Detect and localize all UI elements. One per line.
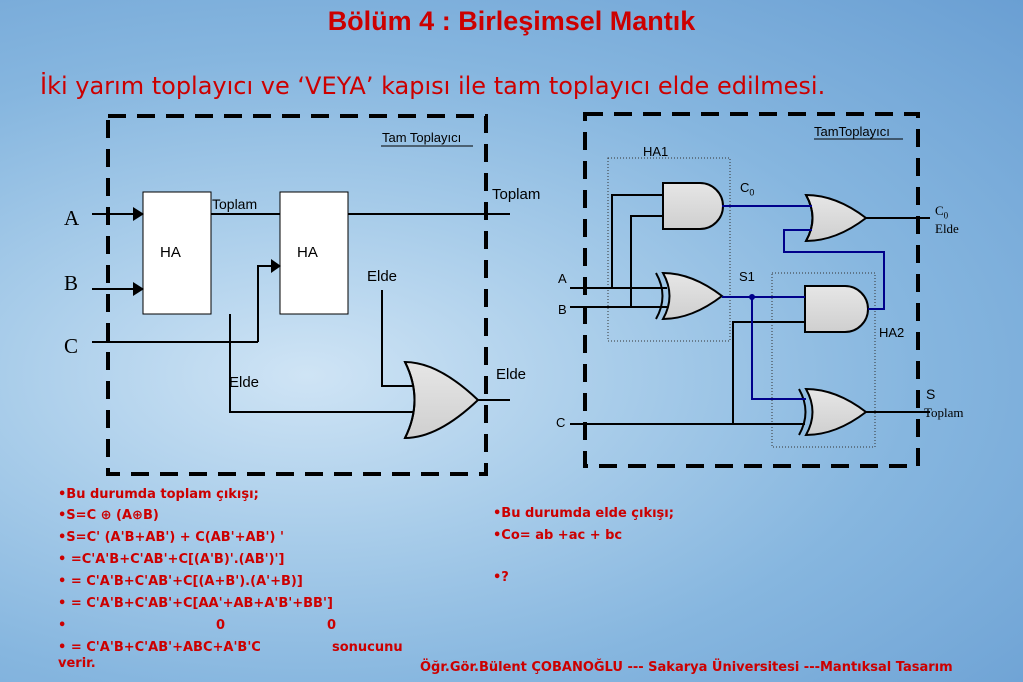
right-full-adder: [570, 112, 930, 468]
left-text-line-8: • = C'A'B+C'AB'+ABC+A'B'C: [58, 640, 261, 655]
right-or-gate: [804, 193, 868, 243]
left-text-line-2: •S=C ⊕ (A⊕B): [58, 508, 159, 523]
left-text-line-7: •: [58, 618, 67, 633]
left-full-adder: [92, 114, 510, 476]
c0-out-label: C0: [935, 203, 948, 221]
left-text-line-5: • = C'A'B+C'AB'+C[(A+B').(A'+B)]: [58, 574, 303, 589]
left-ha1-label: HA: [160, 244, 181, 261]
s1-label: S1: [739, 269, 755, 284]
left-input-b: B: [64, 271, 79, 295]
footer-credit: Öğr.Gör.Bülent ÇOBANOĞLU --- Sakarya Üni…: [420, 660, 953, 675]
left-toplam-out: Toplam: [492, 186, 541, 203]
left-dashed-border: [106, 114, 488, 476]
right-text-line-1: •Bu durumda elde çıkışı;: [493, 506, 674, 521]
page-title: Bölüm 4 : Birleşimsel Mantık: [327, 6, 696, 36]
s-out-label: S: [926, 386, 936, 402]
elde-out-label: Elde: [935, 221, 959, 236]
c0-out-text: C: [935, 203, 944, 218]
right-dashed-border: [583, 112, 920, 468]
left-toplam-inner: Toplam: [212, 196, 258, 212]
left-box-label: Tam Toplayıcı: [382, 130, 462, 145]
left-ha2-label: HA: [297, 244, 318, 261]
right-input-b: B: [558, 302, 567, 317]
right-text-line-2: •Co= ab +ac + bc: [493, 528, 623, 543]
left-text-zero-2: 0: [327, 618, 337, 633]
c0-mid-label: C0: [740, 180, 754, 198]
arrow-b: [133, 282, 144, 296]
toplam-out-label: Toplam: [924, 405, 964, 420]
left-ha2-box: [279, 191, 349, 315]
right-text-line-3: •?: [493, 570, 509, 585]
left-text-line-6: • = C'A'B+C'AB'+C[AA'+AB+A'B'+BB']: [58, 596, 333, 611]
ha2-dotted-box: [771, 272, 876, 448]
left-input-c: C: [64, 334, 79, 358]
page-subtitle: İki yarım toplayıcı ve ‘VEYA’ kapısı ile…: [40, 72, 826, 100]
left-text-line-4: • =C'A'B+C'AB'+C[(A'B)'.(AB')']: [58, 552, 285, 567]
left-text-sonucunu: sonucunu: [332, 640, 403, 655]
left-text-line-3: •S=C' (A'B+AB') + C(AB'+AB') ': [58, 530, 284, 545]
left-elde-low: Elde: [229, 374, 260, 391]
c0-mid-text: C: [740, 180, 750, 195]
left-elde-mid: Elde: [367, 268, 398, 285]
ha2-label: HA2: [879, 325, 905, 340]
left-text-verir: verir.: [58, 656, 96, 671]
c0-mid-sub: 0: [749, 187, 755, 198]
ha1-and-gate: [662, 182, 724, 230]
s1-junction-dot: [749, 294, 755, 300]
ha1-xor-gate: [661, 271, 724, 321]
ha1-dotted-box: [607, 157, 731, 342]
left-elde-out: Elde: [496, 366, 527, 383]
right-input-c: C: [556, 415, 566, 430]
right-input-a: A: [558, 271, 567, 286]
left-or-gate: [403, 360, 480, 440]
arrow-a: [133, 207, 144, 221]
ha1-label: HA1: [643, 144, 669, 159]
left-text-zero-1: 0: [216, 618, 226, 633]
c0-out-sub: 0: [943, 210, 949, 221]
left-text-line-1: •Bu durumda toplam çıkışı;: [58, 487, 259, 502]
right-box-label: TamToplayıcı: [814, 124, 890, 139]
left-ha1-box: [142, 191, 212, 315]
ha2-and-gate: [804, 285, 869, 333]
ha2-xor-gate: [804, 387, 868, 437]
arrow-c: [271, 259, 281, 273]
left-input-a: A: [64, 206, 80, 230]
